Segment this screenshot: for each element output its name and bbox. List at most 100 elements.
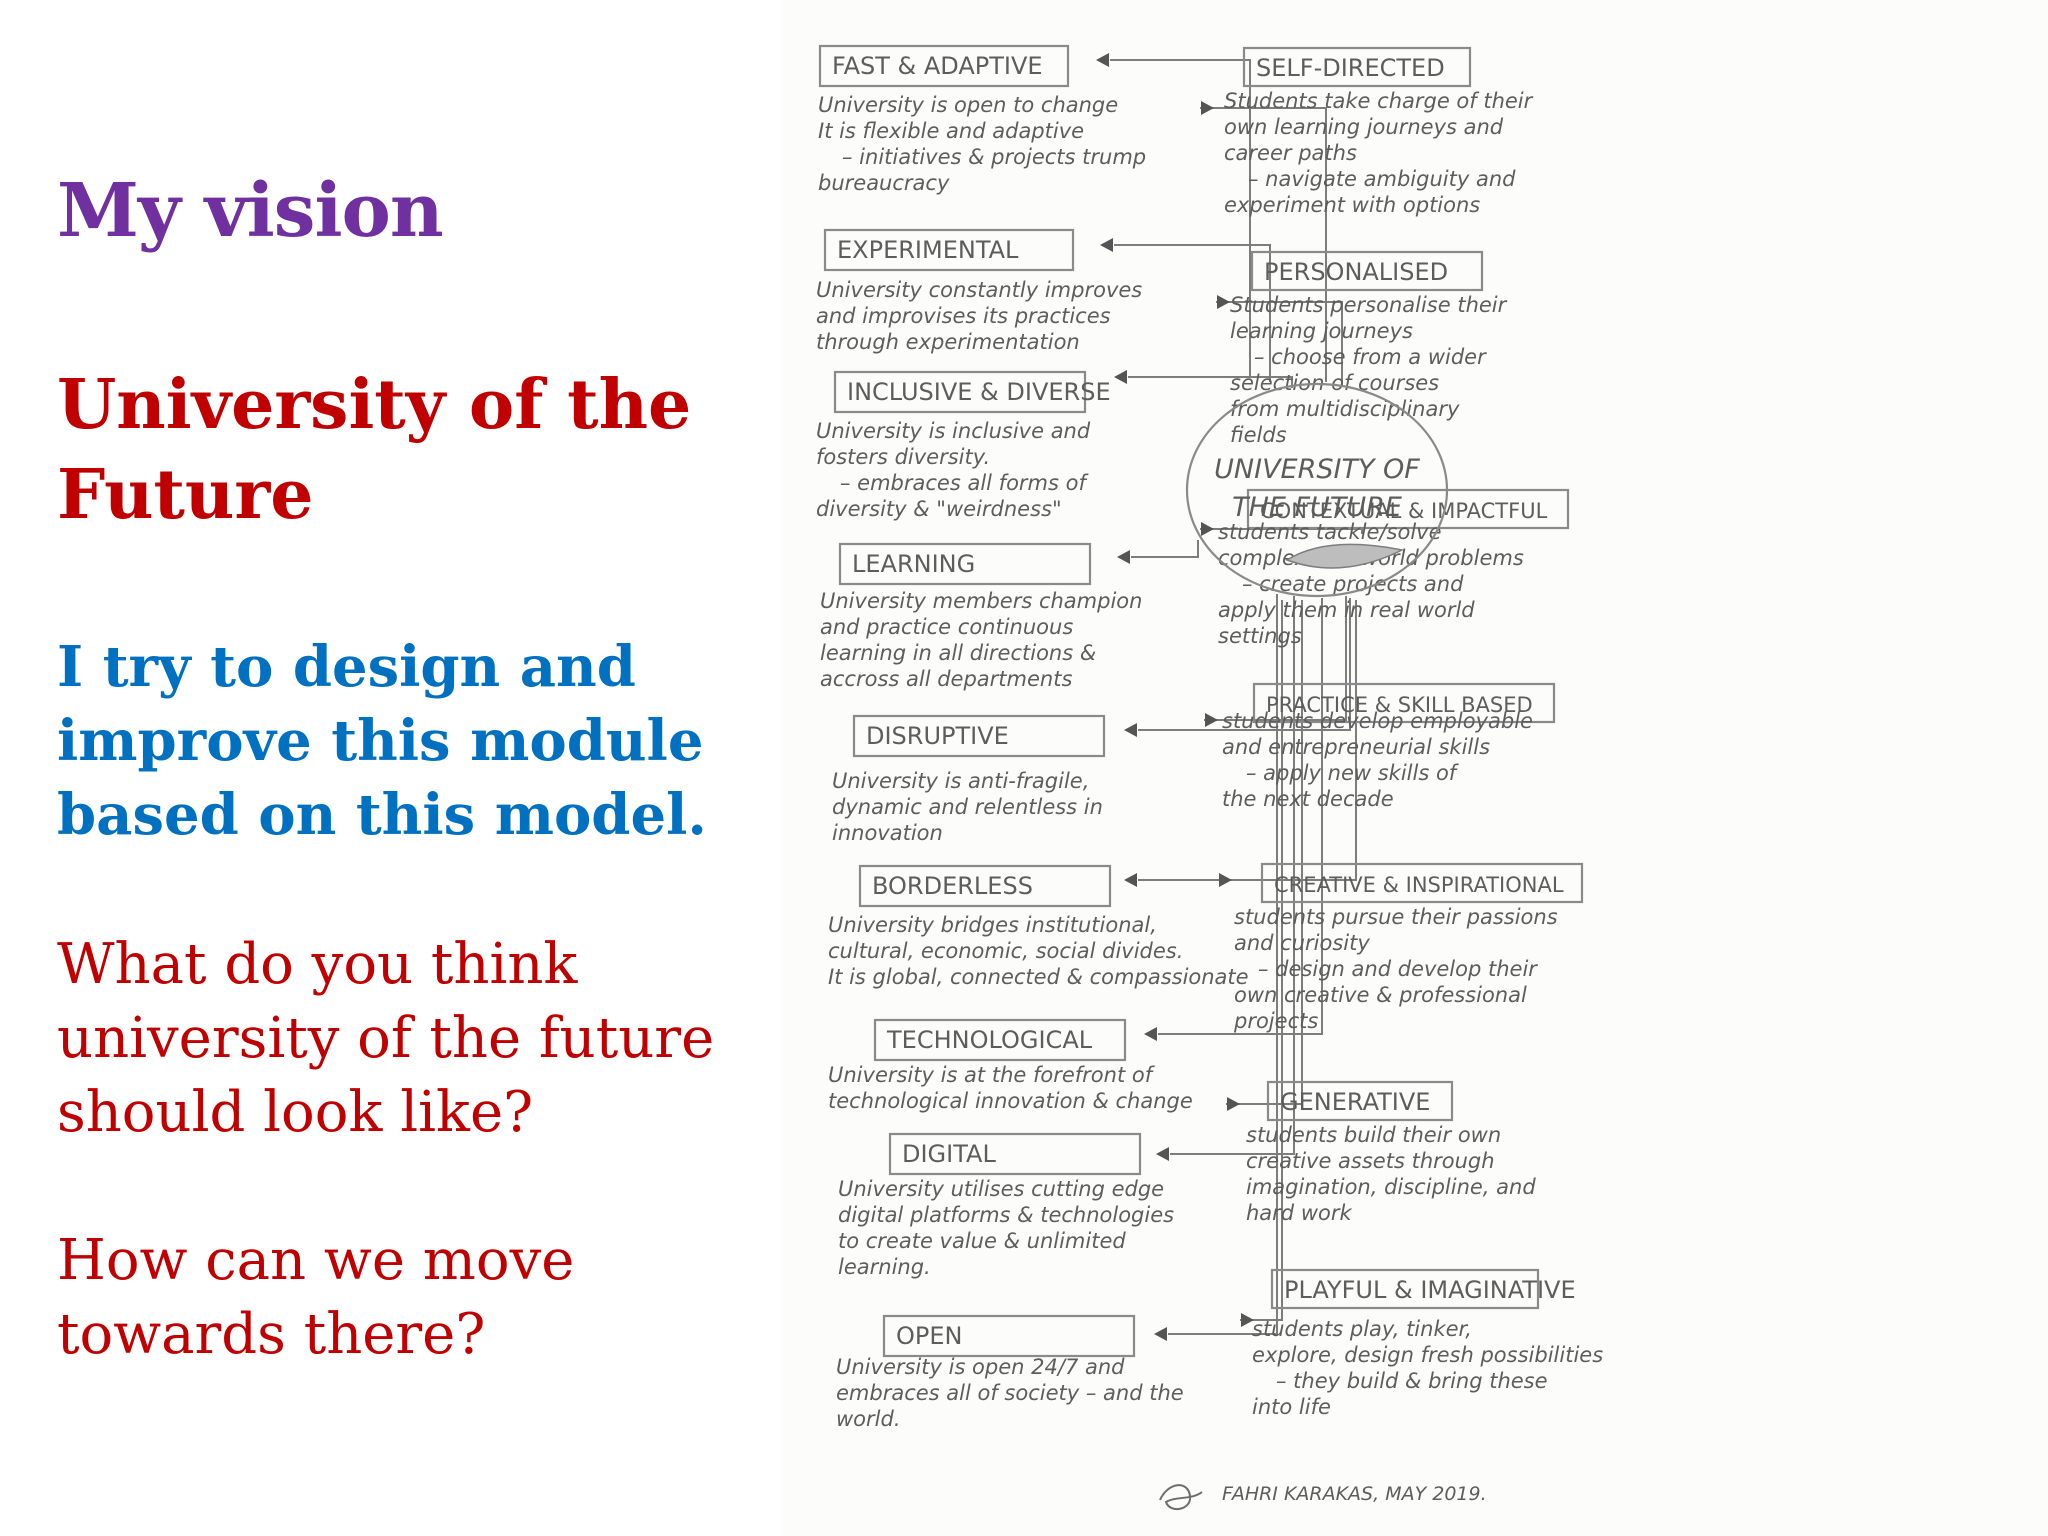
design-statement: I try to design and improve this module … [57,630,707,852]
attribute-description-line: Students personalise their [1230,293,1508,317]
question-line: What do you think [57,932,578,997]
attribute-box [873,1018,1127,1062]
attribute-box [1246,488,1570,530]
arrowhead [1241,1313,1254,1327]
attribute-label: PRACTICE & SKILL BASED [1266,693,1533,717]
attribute-description-line: and curiosity [1234,931,1370,955]
center-node: UNIVERSITY OF THE FUTURE [1185,382,1449,598]
attribute-description-line: career paths [1224,141,1357,165]
attribute-label: TECHNOLOGICAL [886,1026,1093,1054]
attribute-description-line: students pursue their passions [1234,905,1558,929]
right-attribute-1: SELF-DIRECTED Students take charge of the… [1224,46,1534,217]
attribute-description-line: own creative & professional [1234,983,1527,1007]
attribute-description-line: own learning journeys and [1224,115,1504,139]
arrowhead [1124,873,1137,887]
attribute-box [882,1314,1136,1358]
university-title-line: Future [57,455,314,535]
connector [1168,594,1278,1335]
attribute-description-line: – initiatives & projects trump [842,145,1146,169]
connector [1114,244,1271,382]
leaf-doodle [1285,543,1405,569]
center-title-line: THE FUTURE [1232,492,1402,523]
attribute-description-line: – navigate ambiguity and [1248,167,1516,191]
attribute-description-line: It is flexible and adaptive [818,119,1084,143]
connector [1128,376,1293,388]
attribute-description-line: and practice continuous [820,615,1073,639]
connector [1226,600,1303,1105]
attribute-description-line: – they build & bring these [1276,1369,1548,1393]
attribute-description-line: from multidisciplinary [1230,397,1460,421]
attribute-description-line: diversity & "weirdness" [816,497,1062,521]
signature-scribble [1159,1484,1203,1511]
attribute-box [833,370,1087,414]
attribute-description-line: and entrepreneurial skills [1222,735,1490,759]
attribute-description-line: students develop employable [1222,709,1533,733]
attribute-description-line: creative assets through [1246,1149,1495,1173]
attribute-description-line: settings [1218,624,1302,648]
attribute-description-line: the next decade [1222,787,1394,811]
vision-text: My vision [57,168,444,254]
connector [1131,540,1199,558]
question-move: How can we move towards there? [57,1224,574,1372]
design-line: based on this model. [57,782,707,848]
question-line: university of the future [57,1006,715,1071]
question-line: towards there? [57,1302,486,1367]
attribute-description-line: – design and develop their [1258,957,1538,981]
university-title-line: University of the [57,365,692,445]
connector [1138,598,1351,731]
arrowhead [1219,873,1232,887]
attribute-description-line: Students take charge of their [1224,89,1534,113]
attribute-description-line: accross all departments [820,667,1072,691]
right-attribute-6: GENERATIVE students build their owncreati… [1246,1080,1536,1225]
connector [1110,59,1251,378]
slide-text-panel: My vision University of the Future I try… [0,0,780,1536]
attribute-description-line: projects [1233,1009,1318,1033]
attribute-description-line: world. [836,1407,901,1431]
attribute-label: SELF-DIRECTED [1256,54,1445,82]
arrowhead [1205,713,1218,727]
left-attribute-group: FAST & ADAPTIVE University is open to cha… [816,44,1249,1431]
attribute-box [838,542,1092,586]
attribute-description-line: – apply new skills of [1246,761,1460,785]
attribute-label: INCLUSIVE & DIVERSE [847,378,1111,406]
arrowhead [1114,370,1127,384]
attribute-box [858,864,1112,908]
attribute-label: PERSONALISED [1264,258,1448,286]
arrowhead [1156,1147,1169,1161]
attribute-description-line: and improvises its practices [816,304,1111,328]
arrowhead [1201,101,1214,115]
attribute-description-line: University bridges institutional, [828,913,1157,937]
attribute-label: GENERATIVE [1280,1088,1430,1116]
attribute-description-line: It is global, connected & compassionate [828,965,1249,989]
attribute-description-line: learning in all directions & [820,641,1096,665]
attribute-description-line: University members champion [820,589,1142,613]
right-attribute-5: CREATIVE & INSPIRATIONAL students pursue … [1233,862,1584,1033]
connector [1216,301,1343,386]
arrowhead [1100,238,1113,252]
attribute-label: PLAYFUL & IMAGINATIVE [1284,1276,1576,1304]
attribute-description-line: University is open to change [818,93,1118,117]
attribute-description-line: students build their own [1246,1123,1501,1147]
attribute-description-line: cultural, economic, social divides. [828,939,1183,963]
attribute-description-line: – embraces all forms of [840,471,1089,495]
attribute-label: FAST & ADAPTIVE [832,52,1043,80]
arrowhead [1117,550,1130,564]
attribute-description-line: experiment with options [1224,193,1480,217]
attribute-description-line: innovation [832,821,943,845]
attribute-label: DIGITAL [902,1140,996,1168]
attribute-label: CREATIVE & INSPIRATIONAL [1274,873,1564,897]
attribute-description-line: explore, design fresh possibilities [1252,1343,1603,1367]
university-of-the-future-diagram: FAST & ADAPTIVE University is open to cha… [782,0,2048,1536]
attribute-description-line: digital platforms & technologies [838,1203,1174,1227]
attribute-description-line: imagination, discipline, and [1246,1175,1536,1199]
question-line: should look like? [57,1080,534,1145]
attribute-description-line: learning. [838,1255,931,1279]
attribute-box [888,1132,1142,1176]
attribute-box [1242,46,1472,88]
